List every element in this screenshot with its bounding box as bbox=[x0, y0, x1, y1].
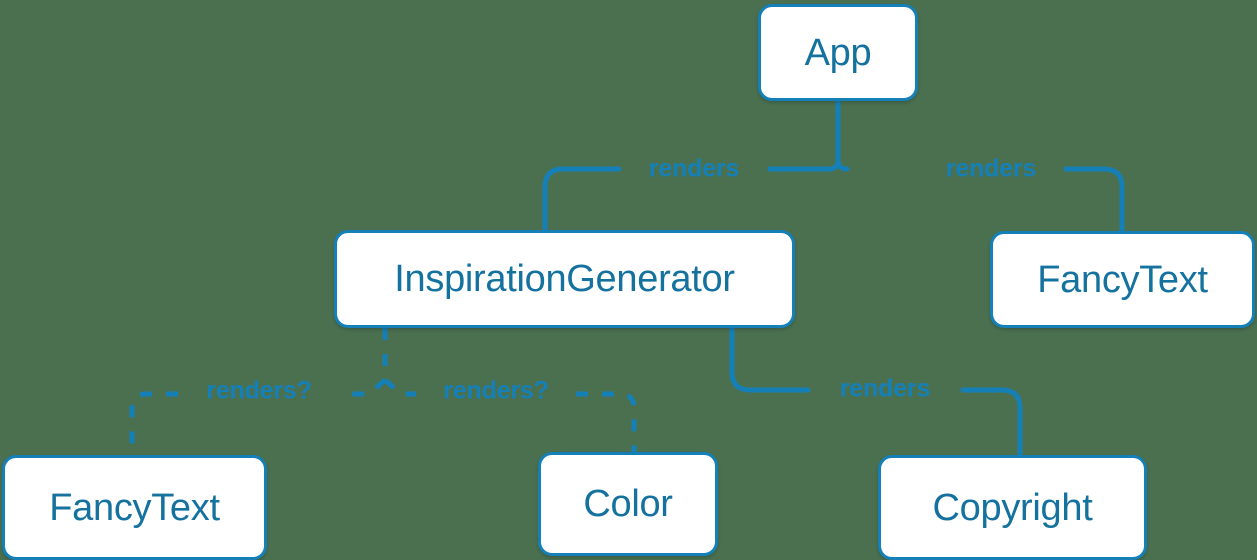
edge-app-fancytext bbox=[1063, 166, 1125, 234]
node-color[interactable]: Color bbox=[538, 452, 718, 556]
node-app-label: App bbox=[804, 31, 872, 74]
edge-label-inspiration-copyright: renders bbox=[839, 374, 931, 403]
edge-insp-fancytext-drop bbox=[129, 391, 178, 455]
node-copyright-label: Copyright bbox=[932, 486, 1093, 529]
edge-label-inspiration-color: renders? bbox=[443, 376, 549, 405]
edge-insp-copyright bbox=[960, 387, 1023, 458]
edge-insp-copyright-stem bbox=[729, 325, 811, 393]
edge-label-app-fancytext: renders bbox=[945, 154, 1037, 183]
edge-insp-color-drop bbox=[576, 391, 637, 452]
edge-label-inspiration-fancytext: renders? bbox=[206, 376, 312, 405]
node-fancytext-top[interactable]: FancyText bbox=[990, 231, 1255, 328]
edge-insp-fancytext bbox=[340, 378, 387, 397]
node-fancytext-bottom[interactable]: FancyText bbox=[2, 455, 267, 560]
node-fancytext-top-label: FancyText bbox=[1037, 258, 1208, 301]
edge-app-stem bbox=[835, 98, 850, 172]
node-inspiration-generator-label: InspirationGenerator bbox=[394, 258, 735, 300]
edge-app-inspiration bbox=[542, 166, 622, 233]
edge-label-app-inspiration: renders bbox=[648, 154, 740, 183]
edge-app-stem-left bbox=[767, 157, 841, 172]
node-app[interactable]: App bbox=[758, 4, 918, 101]
node-copyright[interactable]: Copyright bbox=[878, 455, 1147, 560]
node-fancytext-bottom-label: FancyText bbox=[49, 486, 220, 529]
node-color-label: Color bbox=[583, 483, 673, 525]
node-inspiration-generator[interactable]: InspirationGenerator bbox=[334, 230, 795, 328]
edge-insp-color bbox=[383, 378, 416, 397]
